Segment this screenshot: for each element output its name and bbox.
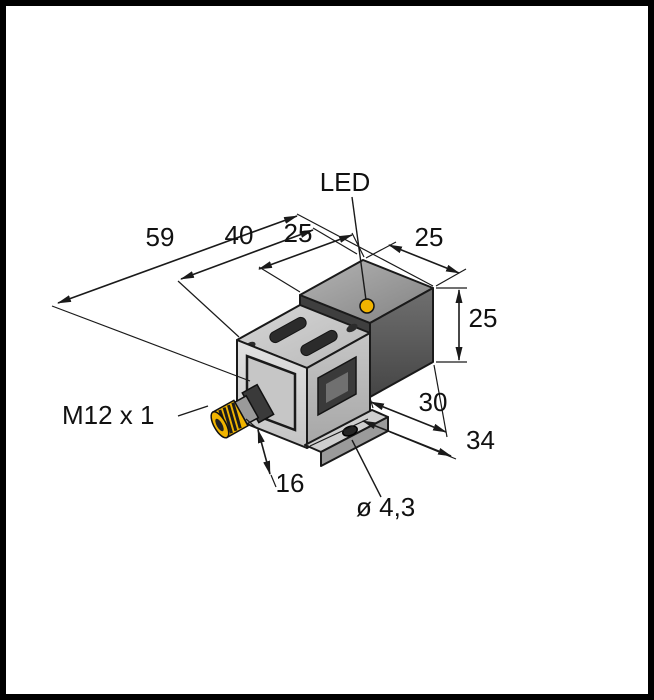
dimension-label-59: 59 [146,222,175,252]
dimension-label-25-width: 25 [415,222,444,252]
extension-line [51,305,251,382]
dimension-label-16: 16 [276,468,305,498]
dimension-label-34: 34 [466,425,495,455]
dimension-line-34 [362,420,452,457]
led-label: LED [320,167,371,197]
dimension-label-30: 30 [419,387,448,417]
connector-tip-socket [215,418,224,432]
extension-line [270,474,277,488]
thread-leader-line [177,405,209,417]
extension-line [309,418,369,447]
dimension-line-25-length [258,234,353,270]
thread-label: M12 x 1 [62,400,155,430]
dimension-label-hole-diameter: ø 4,3 [356,492,415,522]
led-indicator [359,298,375,314]
dimension-label-25-length: 25 [284,218,313,248]
led-leader-line [351,196,367,301]
extension-line [435,268,467,287]
extension-line [245,418,260,431]
hole-leader-line [351,439,382,498]
m12-connector [210,383,275,439]
slot-notch [346,323,358,333]
mounting-slot [300,329,338,357]
dimension-line-16 [257,429,271,475]
dimension-label-25-height: 25 [469,303,498,333]
front-recess-inner [326,372,348,403]
dimension-label-40: 40 [225,220,254,250]
extension-line [296,213,434,287]
knurl-stripes [218,402,242,436]
mounting-slot [269,316,307,344]
dimension-line-25-width [388,244,460,274]
